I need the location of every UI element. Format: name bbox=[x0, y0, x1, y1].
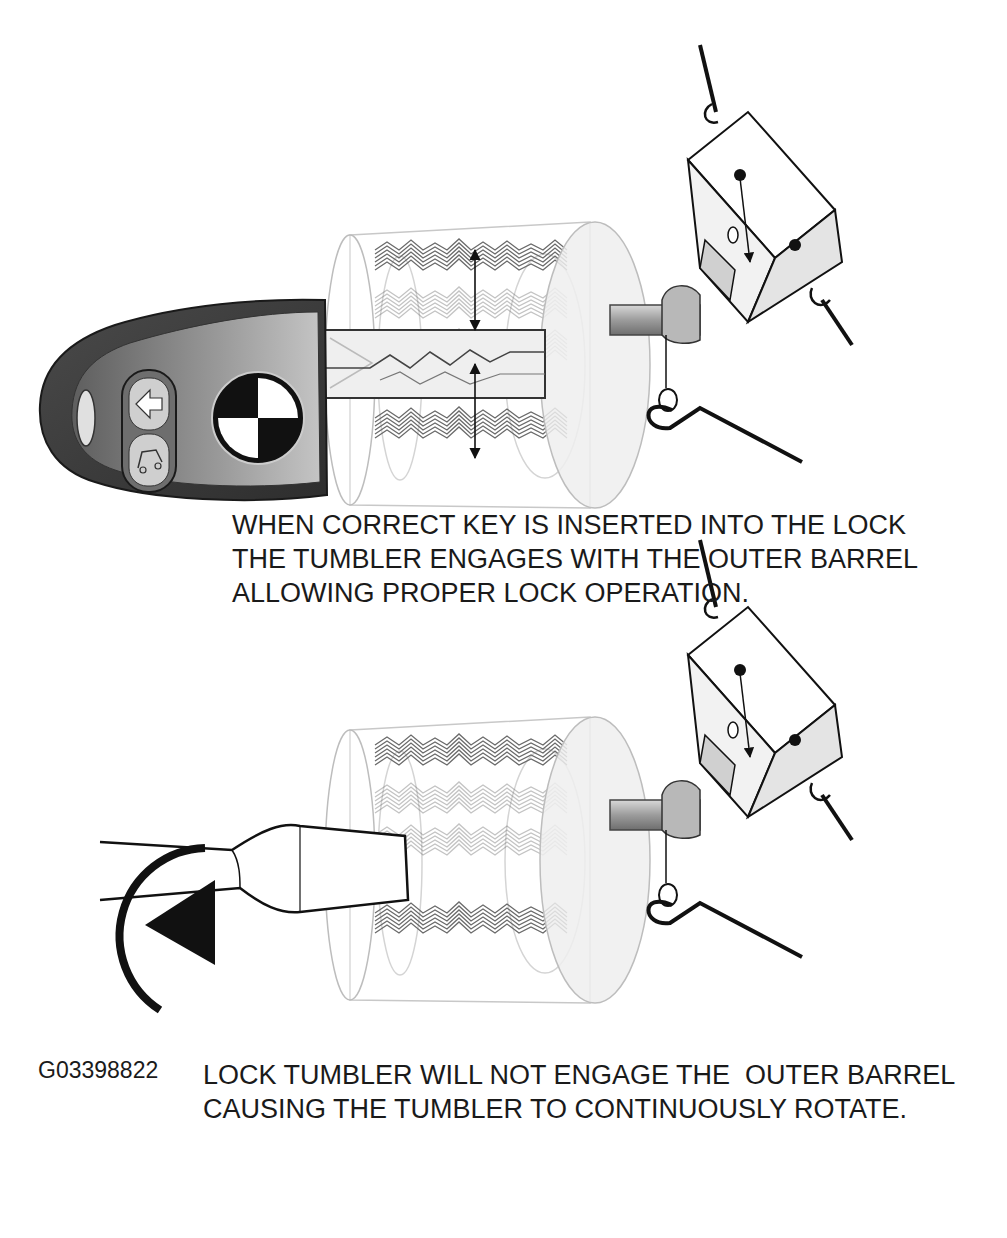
lock-cylinder bbox=[325, 540, 852, 1003]
key-fob bbox=[40, 300, 327, 500]
caption-note: WHEN CORRECT KEY IS INSERTED INTO THE LO… bbox=[232, 508, 942, 610]
key-blade bbox=[322, 330, 545, 398]
rotation-arrow bbox=[120, 848, 215, 1010]
caption-note: LOCK TUMBLER WILL NOT ENGAGE THE OUTER B… bbox=[203, 1058, 993, 1126]
travel-arrow bbox=[475, 250, 476, 458]
figure-code: G03398822 bbox=[38, 1056, 158, 1084]
lock-cylinder bbox=[325, 45, 852, 508]
